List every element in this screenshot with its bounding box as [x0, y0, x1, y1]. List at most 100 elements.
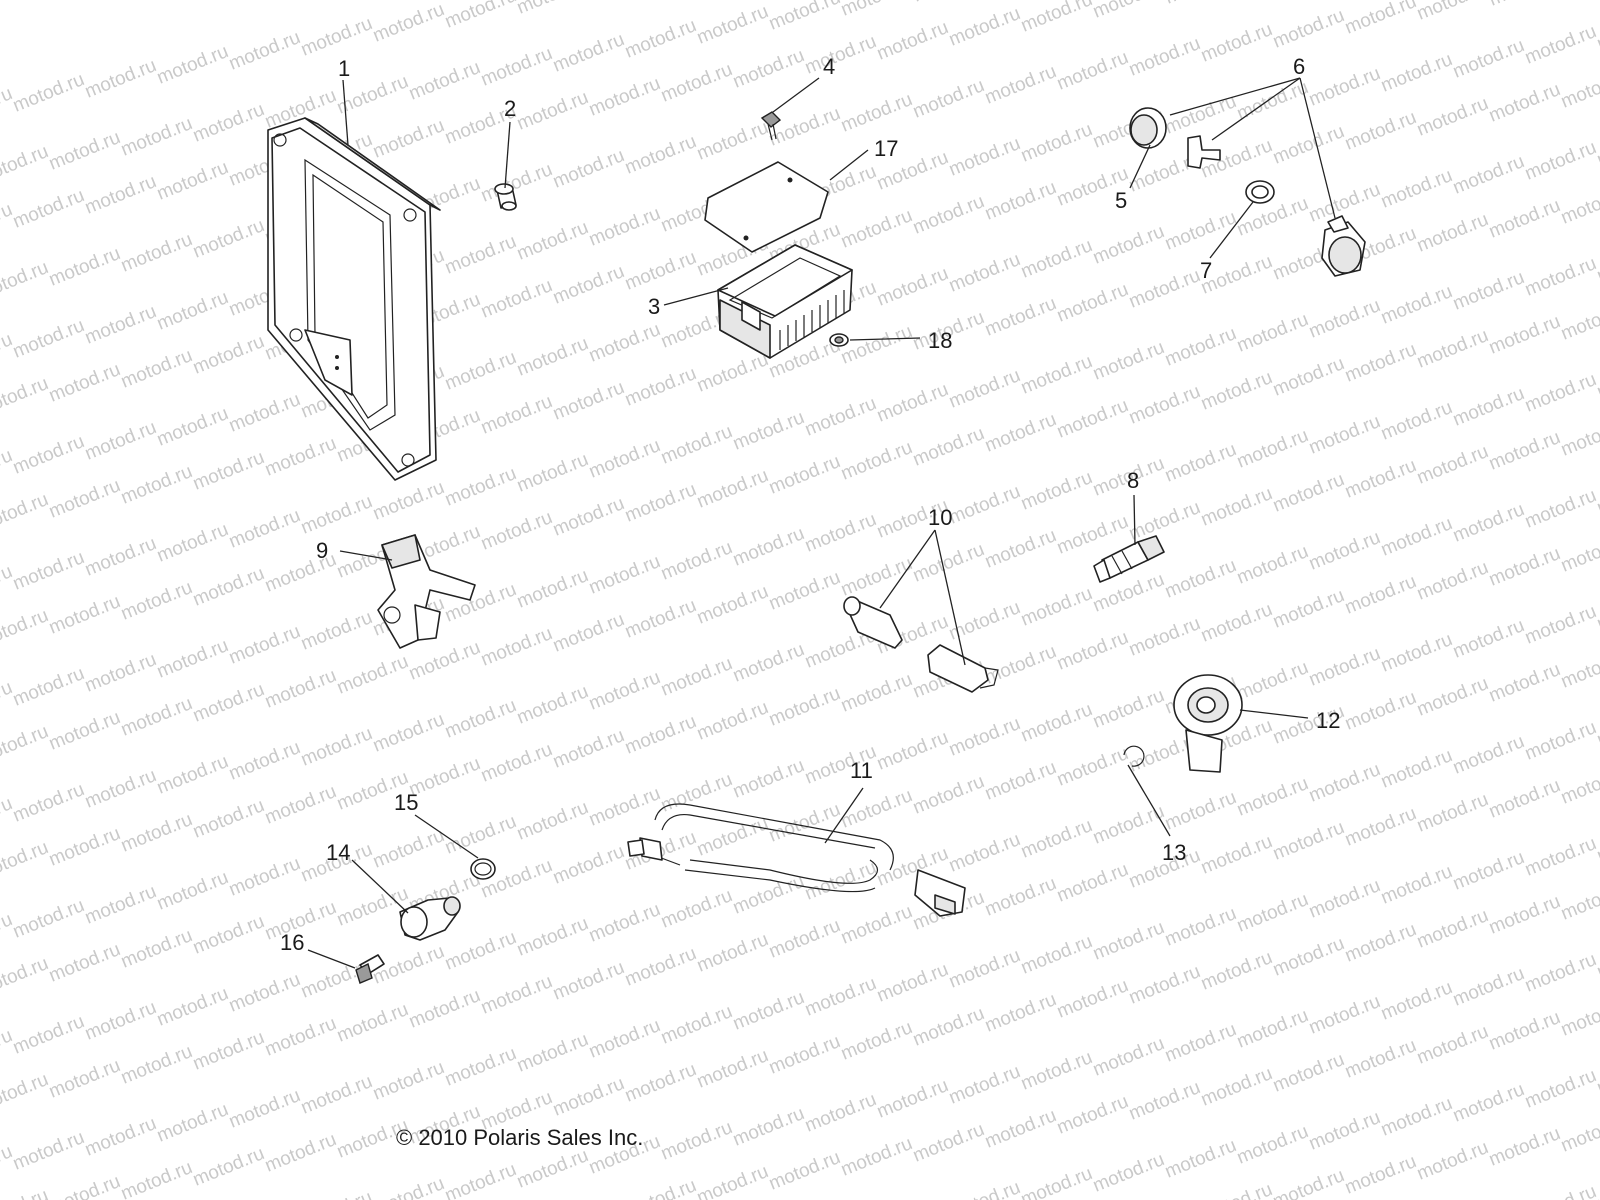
- watermark-text: motod.ru: [298, 1071, 375, 1119]
- watermark-text: motod.ru: [10, 69, 87, 117]
- watermark-text: motod.ru: [586, 435, 663, 483]
- watermark-text: motod.ru: [46, 243, 123, 291]
- watermark-text: motod.ru: [694, 465, 771, 513]
- watermark-text: motod.ru: [1018, 1047, 1095, 1095]
- watermark-text: motod.ru: [1522, 601, 1599, 649]
- watermark-text: motod.ru: [118, 229, 195, 277]
- watermark-text: motod.ru: [946, 3, 1023, 51]
- watermark-text: motod.ru: [1198, 367, 1275, 415]
- watermark-text: motod.ru: [622, 1059, 699, 1107]
- watermark-text: motod.ru: [46, 475, 123, 523]
- watermark-text: motod.ru: [1270, 121, 1347, 169]
- watermark-text: motod.ru: [46, 1171, 123, 1200]
- watermark-text: motod.ru: [514, 1145, 591, 1193]
- watermark-text: motod.ru: [622, 943, 699, 991]
- watermark-text: motod.ru: [1486, 195, 1563, 243]
- part-5-cap: [1129, 107, 1167, 149]
- watermark-text: motod.ru: [1018, 931, 1095, 979]
- watermark-text: motod.ru: [298, 723, 375, 771]
- watermark-text: motod.ru: [910, 75, 987, 123]
- watermark-text: motod.ru: [442, 347, 519, 395]
- watermark-text: motod.ru: [1486, 891, 1563, 939]
- watermark-text: motod.ru: [658, 885, 735, 933]
- watermark-text: motod.ru: [406, 57, 483, 105]
- callout-1: 1: [338, 56, 350, 81]
- watermark-text: motod.ru: [1270, 933, 1347, 981]
- copyright-notice: © 2010 Polaris Sales Inc.: [396, 1125, 644, 1150]
- watermark-text: motod.ru: [946, 713, 1023, 761]
- watermark-text: motod.ru: [1162, 0, 1239, 9]
- watermark-text: motod.ru: [0, 257, 51, 305]
- watermark-text: motod.ru: [190, 679, 267, 727]
- watermark-text: motod.ru: [1090, 801, 1167, 849]
- watermark-text: motod.ru: [1306, 1107, 1383, 1155]
- watermark-text: motod.ru: [514, 913, 591, 961]
- watermark-text: motod.ru: [1378, 397, 1455, 445]
- watermark-text: motod.ru: [1126, 33, 1203, 81]
- watermark-text: motod.ru: [1414, 789, 1491, 837]
- watermark-text: motod.ru: [802, 393, 879, 441]
- watermark-text: motod.ru: [550, 493, 627, 541]
- watermark-text: motod.ru: [1342, 1035, 1419, 1083]
- watermark-text: motod.ru: [10, 547, 87, 595]
- watermark-text: motod.ru: [46, 1055, 123, 1103]
- watermark-text: motod.ru: [838, 1017, 915, 1065]
- watermark-text: motod.ru: [874, 727, 951, 775]
- watermark-text: motod.ru: [1090, 0, 1167, 23]
- callout-10: 10: [928, 505, 952, 530]
- watermark-text: motod.ru: [1162, 1019, 1239, 1067]
- watermark-text: motod.ru: [550, 1073, 627, 1121]
- watermark-text: motod.ru: [874, 263, 951, 311]
- watermark-text: motod.ru: [1486, 659, 1563, 707]
- watermark-text: motod.ru: [1162, 787, 1239, 835]
- watermark-text: motod.ru: [694, 697, 771, 745]
- watermark-text: motod.ru: [874, 17, 951, 65]
- callout-13: 13: [1162, 840, 1186, 865]
- watermark-text: motod.ru: [550, 957, 627, 1005]
- watermark-text: motod.ru: [154, 403, 231, 451]
- watermark-text: motod.ru: [730, 639, 807, 687]
- watermark-text: motod.ru: [622, 595, 699, 643]
- watermark-text: motod.ru: [478, 971, 555, 1019]
- watermark-text: motod.ru: [82, 533, 159, 581]
- watermark-text: motod.ru: [118, 693, 195, 741]
- watermark-text: motod.ru: [1054, 743, 1131, 791]
- watermark-text: motod.ru: [406, 985, 483, 1033]
- watermark-text: motod.ru: [1558, 297, 1600, 345]
- watermark-text: motod.ru: [694, 117, 771, 165]
- watermark-text: motod.ru: [1018, 583, 1095, 631]
- watermark-text: motod.ru: [514, 681, 591, 729]
- watermark-text: motod.ru: [982, 525, 1059, 573]
- watermark-text: motod.ru: [1486, 775, 1563, 823]
- watermark-text: motod.ru: [694, 1045, 771, 1093]
- watermark-text: motod.ru: [0, 721, 51, 769]
- watermark-text: motod.ru: [910, 1119, 987, 1167]
- watermark-text: motod.ru: [982, 989, 1059, 1037]
- watermark-text: motod.ru: [1486, 1007, 1563, 1055]
- watermark-text: motod.ru: [1090, 1149, 1167, 1197]
- watermark-text: motod.ru: [1090, 917, 1167, 965]
- watermark-text: motod.ru: [0, 489, 51, 537]
- watermark-text: motod.ru: [1594, 1167, 1600, 1200]
- watermark-text: motod.ru: [550, 145, 627, 193]
- callout-2: 2: [504, 96, 516, 121]
- watermark-text: motod.ru: [1162, 1135, 1239, 1183]
- watermark-text: motod.ru: [46, 939, 123, 987]
- watermark-text: motod.ru: [1522, 21, 1599, 69]
- watermark-text: motod.ru: [982, 873, 1059, 921]
- callout-14: 14: [326, 840, 350, 865]
- part-10-fuse-holder: [843, 596, 999, 693]
- watermark-text: motod.ru: [1018, 699, 1095, 747]
- callout-4: 4: [823, 54, 835, 79]
- watermark-text: motod.ru: [442, 927, 519, 975]
- watermark-text: motod.ru: [730, 755, 807, 803]
- watermark-text: motod.ru: [1054, 627, 1131, 675]
- watermark-text: motod.ru: [1270, 817, 1347, 865]
- watermark-text: motod.ru: [730, 523, 807, 571]
- watermark-text: motod.ru: [1450, 383, 1527, 431]
- watermark-text: motod.ru: [1450, 35, 1527, 83]
- watermark-text: motod.ru: [1378, 1093, 1455, 1141]
- watermark-text: motod.ru: [1306, 759, 1383, 807]
- watermark-text: motod.ru: [622, 247, 699, 295]
- watermark-text: motod.ru: [766, 683, 843, 731]
